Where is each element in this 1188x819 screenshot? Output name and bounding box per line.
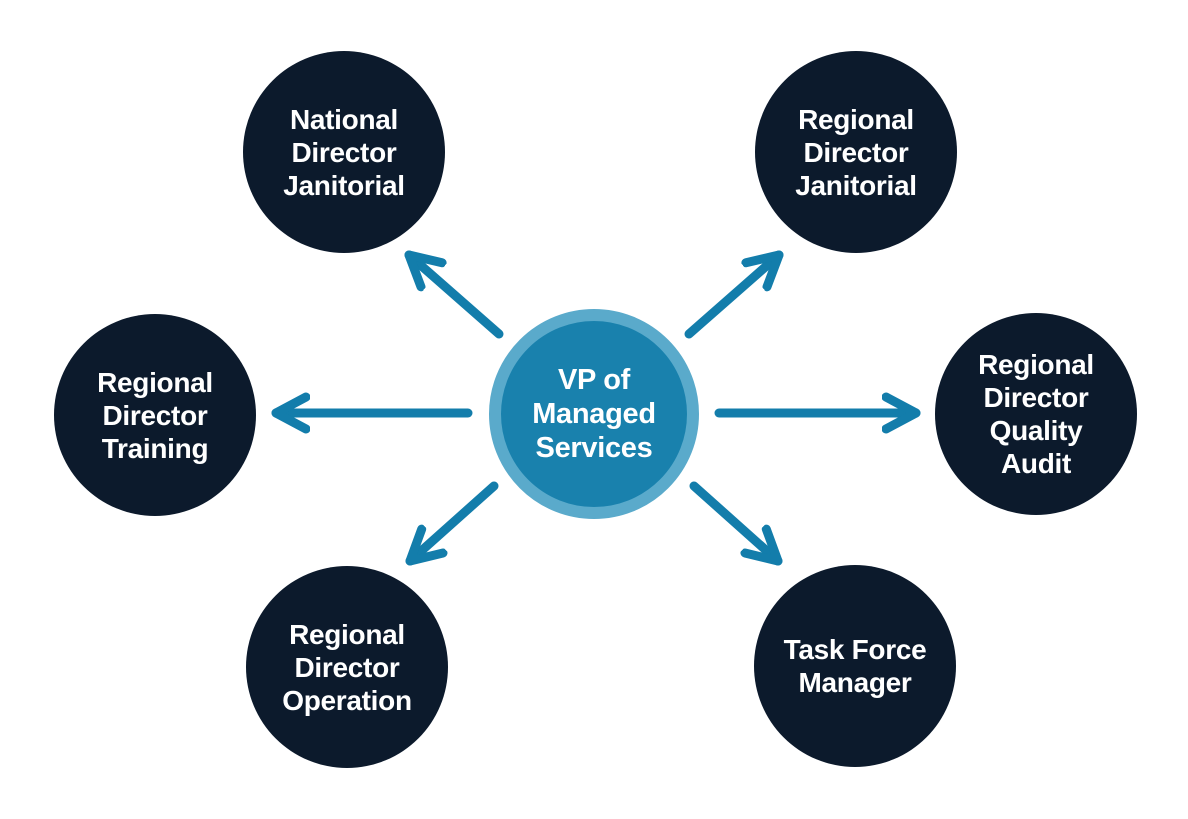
node-label-regional-director-quality-audit: Regional Director Quality Audit [978, 349, 1094, 479]
node-label-regional-director-training: Regional Director Training [97, 366, 213, 464]
node-task-force-manager: Task Force Manager [754, 565, 956, 767]
arrow-to-regional-director-operation [405, 481, 499, 566]
node-label-task-force-manager: Task Force Manager [783, 634, 927, 698]
arrow-to-task-force-manager [689, 481, 783, 566]
node-vp-managed-services: VP of Managed Services [489, 309, 699, 519]
node-label-regional-director-janitorial: Regional Director Janitorial [795, 103, 917, 201]
arrow-to-regional-director-janitorial [684, 255, 784, 339]
node-label-vp-managed-services: VP of Managed Services [532, 364, 656, 464]
node-label-national-director-janitorial: National Director Janitorial [283, 103, 405, 201]
arrow-to-national-director-janitorial [404, 250, 504, 339]
node-national-director-janitorial: National Director Janitorial [243, 51, 445, 253]
node-regional-director-janitorial: Regional Director Janitorial [755, 51, 957, 253]
node-regional-director-quality-audit: Regional Director Quality Audit [935, 313, 1137, 515]
node-regional-director-training: Regional Director Training [54, 314, 256, 516]
node-regional-director-operation: Regional Director Operation [246, 566, 448, 768]
node-label-regional-director-operation: Regional Director Operation [282, 618, 412, 716]
